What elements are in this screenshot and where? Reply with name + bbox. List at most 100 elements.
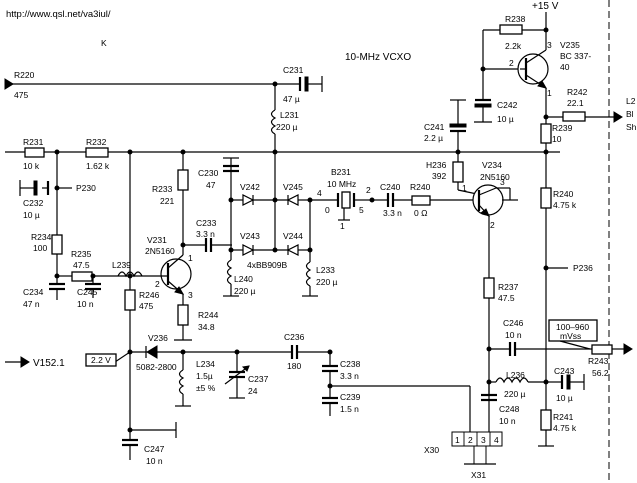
R233-value: 221 [160, 196, 174, 206]
R231-ref: R231 [23, 137, 44, 147]
C234-ref: C234 [23, 287, 44, 297]
C236-value: 180 [287, 361, 301, 371]
L233-inductor [305, 261, 312, 287]
pin-label: 1 [188, 253, 193, 263]
V236-type: 5082-2800 [136, 362, 177, 372]
V245-ref: V245 [283, 182, 303, 192]
C237-value: 24 [248, 386, 258, 396]
C238-value: 3.3 n [340, 371, 359, 381]
C243-value: 10 µ [556, 393, 573, 403]
R239-value: 10 [552, 134, 562, 144]
L234-inductor [178, 369, 185, 395]
R244-resistor [177, 304, 189, 326]
C241-ref: C241 [424, 122, 445, 132]
R241-value: 4.75 k [553, 423, 577, 433]
C243-ref: C243 [554, 366, 575, 376]
L240-ref: L240 [234, 274, 253, 284]
R241-resistor [540, 409, 552, 431]
wire [457, 189, 478, 195]
C247-ref: C247 [144, 444, 165, 454]
R237-ref: R237 [498, 282, 519, 292]
R232-value: 1.62 k [86, 161, 110, 171]
R238-value: 2.2k [505, 41, 522, 51]
V236-diode [146, 345, 158, 359]
C236-ref: C236 [284, 332, 305, 342]
C232-ref: C232 [23, 198, 44, 208]
C233-ref: C233 [196, 218, 217, 228]
X31-label: X31 [471, 470, 486, 480]
V231-arrow [174, 286, 185, 295]
pin-label: 2 [509, 58, 514, 68]
C238-ref: C238 [340, 359, 361, 369]
L236-value: 220 µ [504, 389, 526, 399]
C240-ref: C240 [380, 182, 401, 192]
node [272, 247, 278, 253]
xtal-pin: 0 [325, 205, 330, 215]
R240b-value: 4.75 k [553, 200, 577, 210]
V245-varactor [286, 194, 299, 206]
B231-crystal [341, 191, 351, 209]
C237-ref: C237 [248, 374, 269, 384]
L240-value: 220 µ [234, 286, 256, 296]
output-level: 100–960 [556, 322, 589, 332]
L236-ref: L236 [506, 370, 525, 380]
C248-ref: C248 [499, 404, 520, 414]
L239-ref: L239 [112, 260, 131, 270]
L231-value: 220 µ [276, 122, 298, 132]
B231-value: 10 MHz [327, 179, 356, 189]
R233-ref: R233 [152, 184, 173, 194]
C231-ref: C231 [283, 65, 304, 75]
C247-value: 10 n [146, 456, 163, 466]
connector-pin: 4 [494, 435, 499, 445]
output-level-unit: mVss [560, 331, 581, 341]
C239-ref: C239 [340, 392, 361, 402]
C230-ref: C230 [198, 168, 219, 178]
pin-label: 1 [462, 183, 467, 193]
R232-ref: R232 [86, 137, 107, 147]
R242-ref: R242 [567, 87, 588, 97]
R240b-resistor [540, 187, 552, 209]
connector-pin: 1 [455, 435, 460, 445]
pin-label: 3 [547, 40, 552, 50]
C234-value: 47 n [23, 299, 40, 309]
C237-arrowhead [241, 365, 250, 372]
V231-collector [167, 254, 184, 269]
V244-ref: V244 [283, 231, 303, 241]
pin-label: 3 [500, 177, 505, 187]
V231-ref: V231 [147, 235, 167, 245]
C248-value: 10 n [499, 416, 516, 426]
R243-ref: R243 [588, 356, 609, 366]
output-sh: Sh [626, 122, 637, 132]
C239-value: 1.5 n [340, 404, 359, 414]
xtal-pin: 2 [366, 185, 371, 195]
C233-value: 3.3 n [196, 229, 215, 239]
connector-pin: 3 [481, 435, 486, 445]
R234-ref: R234 [31, 232, 52, 242]
R239-resistor [540, 123, 552, 144]
C242-plate [474, 103, 492, 108]
V243-ref: V243 [240, 231, 260, 241]
output-bl: Bl [626, 109, 634, 119]
V242-varactor [242, 194, 255, 206]
R246-value: 475 [139, 301, 153, 311]
stray-mark: K [101, 38, 107, 48]
varactor-type: 4xBB909B [247, 260, 287, 270]
X30-label: X30 [424, 445, 439, 455]
C243-plate [566, 374, 571, 390]
V235-collector [525, 49, 547, 64]
L233-value: 220 µ [316, 277, 338, 287]
V234-type: 2N5160 [480, 172, 510, 182]
xtal-pin: 1 [340, 221, 345, 231]
R235-ref: R235 [71, 249, 92, 259]
H236-resistor [452, 161, 464, 183]
C232-plate [33, 180, 38, 196]
R237-value: 47.5 [498, 293, 515, 303]
V236-ref: V236 [148, 333, 168, 343]
xtal-pin: 5 [359, 205, 364, 215]
C232-value: 10 µ [23, 210, 40, 220]
R234-value: 100 [33, 243, 47, 253]
X31-connector [473, 445, 487, 465]
V242-ref: V242 [240, 182, 260, 192]
L240-inductor [226, 259, 233, 285]
